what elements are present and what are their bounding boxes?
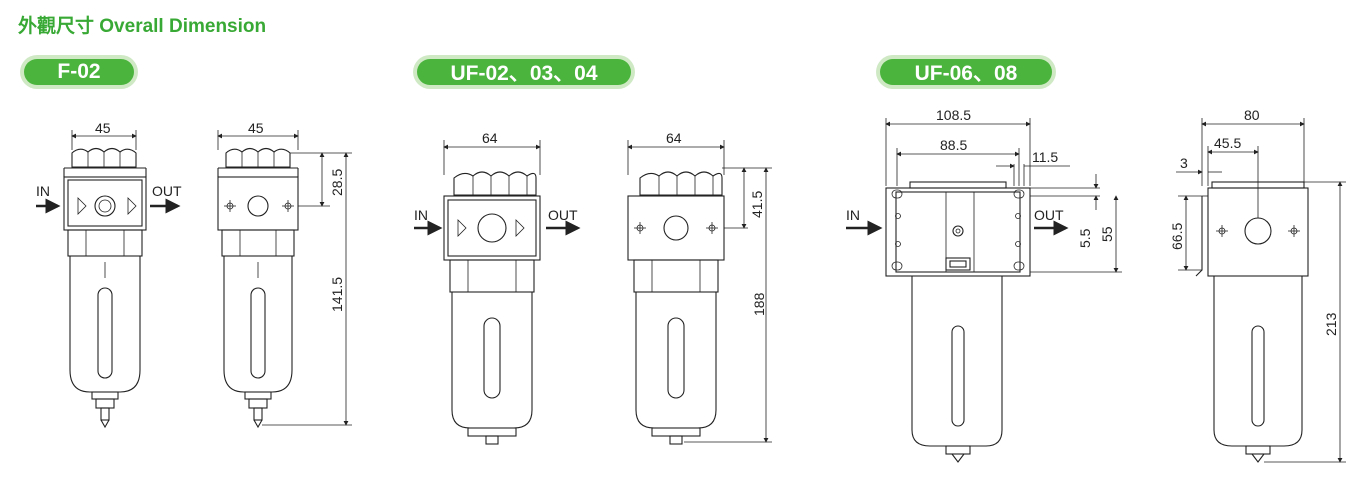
f02-out-label: OUT: [152, 183, 182, 199]
f02-width-label: 45: [95, 120, 111, 136]
uf06-side-bracket-h-label: 66.5: [1169, 223, 1185, 250]
uf02-side-width-label: 64: [666, 130, 682, 146]
uf06-side-offset-label: 45.5: [1214, 135, 1241, 151]
f02-height-label: 141.5: [329, 277, 345, 312]
uf06-side-bracket-label: 3: [1180, 155, 1188, 171]
uf06-port-label: 55: [1099, 226, 1115, 242]
badge-uf02-label: UF-02、03、04: [417, 59, 631, 85]
f02-side-view: 45 28.5 141.5: [217, 120, 352, 429]
uf06-front-view: IN OUT 108.5 88.5 11.5 5.5 55: [846, 107, 1122, 463]
page-title: 外觀尺寸 Overall Dimension: [18, 16, 267, 37]
badge-f02-label: F-02: [24, 59, 134, 85]
f02-side-width-label: 45: [248, 120, 264, 136]
uf06-side-width-label: 80: [1244, 107, 1260, 123]
uf02-height-label: 188: [751, 292, 767, 316]
uf06-overall-label: 108.5: [936, 107, 971, 123]
uf06-out-label: OUT: [1034, 207, 1064, 223]
f02-in-label: IN: [36, 183, 50, 199]
uf06-side-height-label: 213: [1323, 312, 1339, 336]
badge-f02: F-02: [20, 55, 138, 89]
uf02-side-view: 64 41.5 188: [627, 130, 772, 445]
uf06-in-label: IN: [846, 207, 860, 223]
uf06-side-view: 80 45.5 3 66.5 213: [1169, 107, 1346, 463]
uf02-front-view: IN OUT 64: [414, 130, 581, 445]
uf06-slot-label: 11.5: [1032, 149, 1058, 165]
uf02-width-label: 64: [482, 130, 498, 146]
f02-front-view: IN OUT 45: [36, 120, 182, 429]
f02-head-label: 28.5: [329, 169, 345, 196]
uf02-out-label: OUT: [548, 207, 578, 223]
badge-uf02: UF-02、03、04: [413, 55, 635, 89]
uf06-mount-label: 88.5: [940, 137, 967, 153]
uf06-hole-label: 5.5: [1077, 228, 1093, 248]
badge-uf06-label: UF-06、08: [880, 59, 1052, 85]
uf02-in-label: IN: [414, 207, 428, 223]
uf02-head-label: 41.5: [749, 191, 765, 218]
badge-uf06: UF-06、08: [876, 55, 1056, 89]
